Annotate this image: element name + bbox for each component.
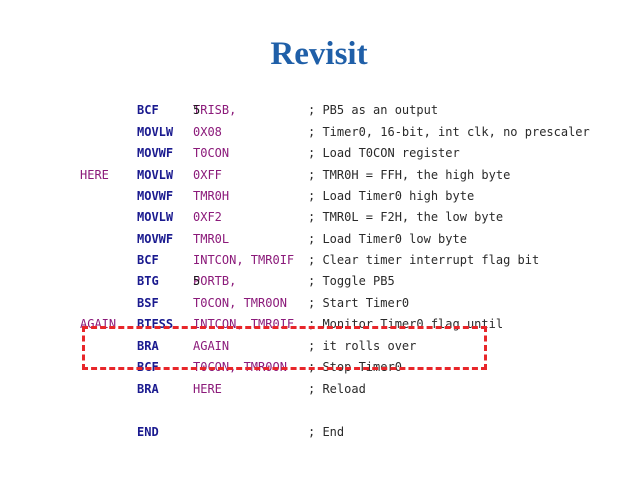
slide-title: Revisit xyxy=(270,36,368,72)
comment: ; Reload xyxy=(308,382,366,396)
code-line: BCF TRISB, 5 ; PB5 as an output xyxy=(137,103,439,117)
code-line: END ; End xyxy=(0,424,638,440)
comment: ; Clear timer interrupt flag bit xyxy=(308,253,540,267)
code-line: BTG PORTB, 5 ; Toggle PB5 xyxy=(137,274,395,288)
comment: ; Start Timer0 xyxy=(308,296,410,310)
opcode: MOVWF xyxy=(137,232,174,246)
opcode: BCF xyxy=(137,253,159,267)
code-line: HERE MOVLW 0XFF ; TMR0H = FFH, the high … xyxy=(80,168,511,182)
comment: ; Load T0CON register xyxy=(308,146,460,160)
opcode: MOVLW xyxy=(137,125,174,139)
opcode: MOVWF xyxy=(137,189,174,203)
code-line: MOVLW 0XF2 ; TMR0L = F2H, the low byte xyxy=(137,210,504,224)
comment: ; TMR0L = F2H, the low byte xyxy=(308,210,504,224)
code-line: BRA HERE ; Reload xyxy=(137,382,366,396)
comment: ; Load Timer0 low byte xyxy=(308,232,467,246)
comment: ; Toggle PB5 xyxy=(308,274,395,288)
code-line: BCF INTCON, TMR0IF ; Clear timer interru… xyxy=(137,253,540,267)
line-label: HERE xyxy=(80,168,109,182)
opcode: BRA xyxy=(137,382,159,396)
comment: ; TMR0H = FFH, the high byte xyxy=(308,168,511,182)
comment: ; Load Timer0 high byte xyxy=(308,189,475,203)
code-line: MOVLW 0X08 ; Timer0, 16-bit, int clk, no… xyxy=(137,125,590,139)
opcode: BRA xyxy=(137,339,159,353)
loop-highlight-box xyxy=(82,326,487,370)
opcode: BTG xyxy=(137,274,159,288)
code-line: MOVWF TMR0L ; Load Timer0 low byte xyxy=(137,232,467,246)
opcode: MOVLW xyxy=(137,168,174,182)
comment: ; Timer0, 16-bit, int clk, no prescaler xyxy=(308,125,590,139)
comment: ; it rolls over xyxy=(308,339,417,353)
code-line: BSF T0CON, TMR0ON ; Start Timer0 xyxy=(137,296,410,310)
opcode: BCF xyxy=(137,103,159,117)
code-line: BRA AGAIN ; it rolls over xyxy=(137,339,417,353)
comment: ; PB5 as an output xyxy=(308,103,439,117)
opcode: END xyxy=(137,425,159,439)
code-line: MOVWF T0CON ; Load T0CON register xyxy=(137,146,460,160)
opcode: BSF xyxy=(137,296,159,310)
opcode: MOVWF xyxy=(137,146,174,160)
comment: ; End xyxy=(308,425,345,439)
opcode: MOVLW xyxy=(137,210,174,224)
code-line: MOVWF TMR0H ; Load Timer0 high byte xyxy=(137,189,475,203)
